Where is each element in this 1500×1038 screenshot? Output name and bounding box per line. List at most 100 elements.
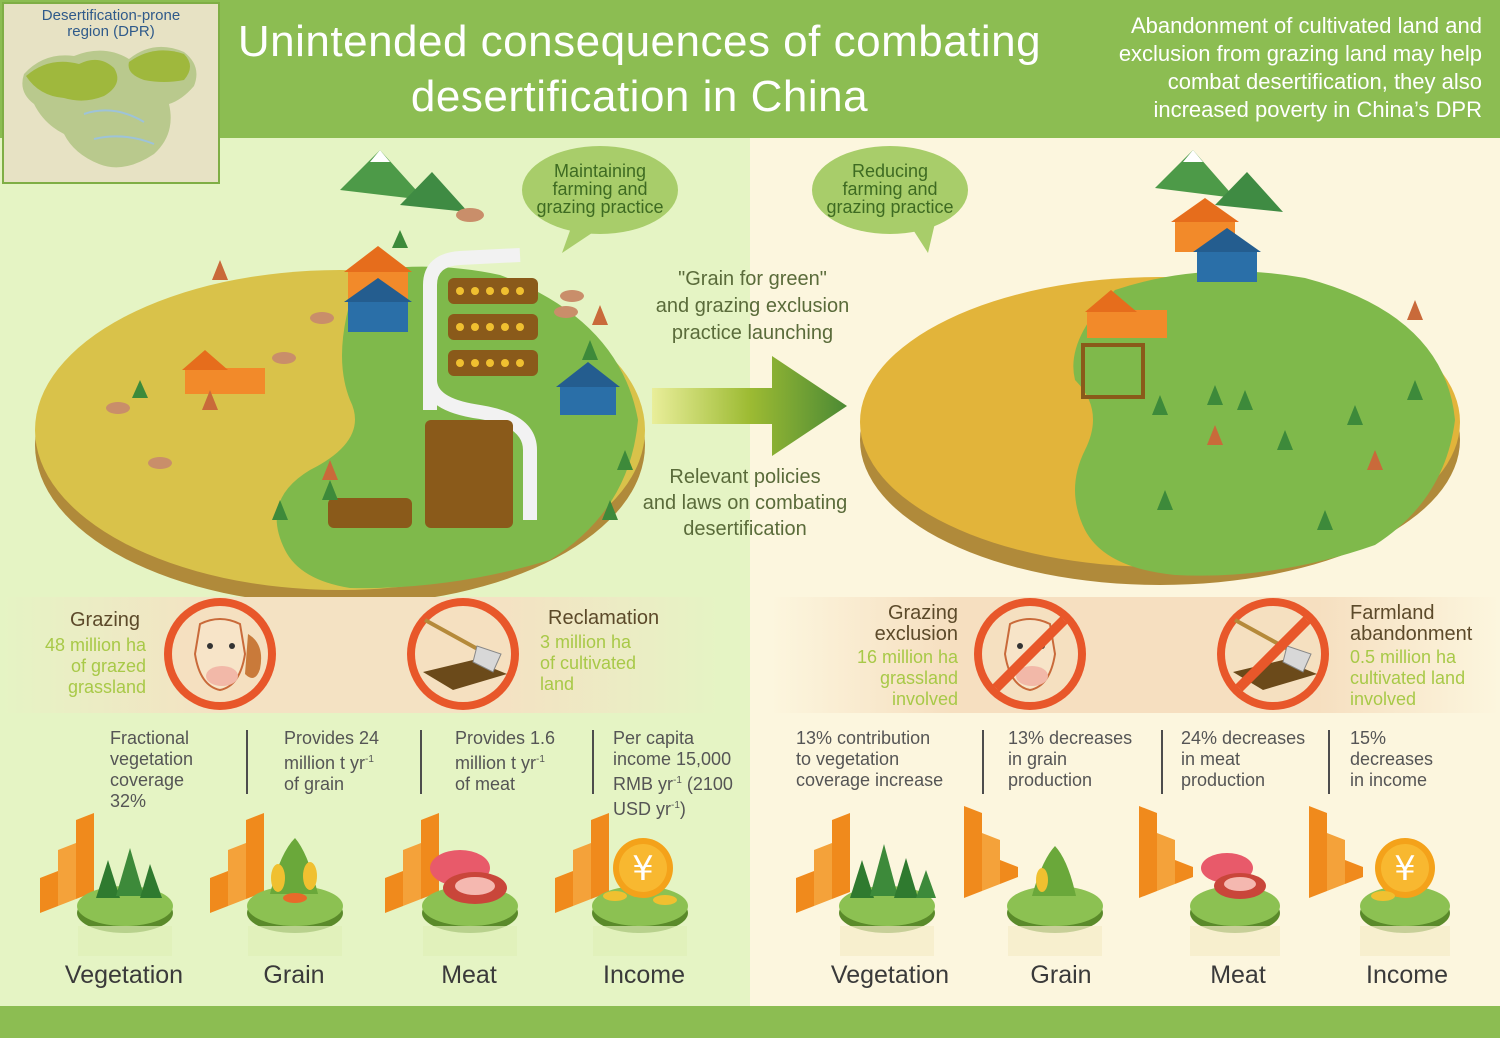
- stat-text: ): [679, 799, 686, 819]
- no-grazing-icon: [974, 598, 1086, 710]
- transition-line: and grazing exclusion: [655, 295, 850, 317]
- stat-line: to vegetation: [796, 749, 900, 769]
- meat-decrease-icon: [1139, 806, 1280, 956]
- stat-line: 13% decreases: [1008, 728, 1133, 748]
- stat-line: USD yr-1): [613, 795, 733, 820]
- stat-text: million t yr: [455, 753, 537, 773]
- bubble-line: farming and: [552, 179, 648, 199]
- stat-line: in income: [1350, 770, 1428, 790]
- stat-line: 13% contribution: [796, 728, 931, 748]
- farmland-abandonment-title-line: abandonment: [1350, 623, 1473, 645]
- subtitle-line: Abandonment of cultivated land and: [1130, 13, 1482, 38]
- yuan-symbol-icon: ¥: [1394, 849, 1416, 889]
- yuan-symbol-icon: ¥: [632, 849, 654, 889]
- income-decrease-icon: ¥: [1309, 806, 1450, 956]
- right-bubble-text: Reducing farming and grazing practice: [810, 162, 970, 216]
- stat-line: of grain: [284, 774, 345, 794]
- grain-increase-icon: [210, 813, 343, 956]
- stat-right-meat: 24% decreases in meat production: [1181, 728, 1305, 791]
- caption-right-meat: Meat: [1210, 961, 1266, 989]
- right-speech-bubble: [812, 146, 968, 253]
- stat-text: million t yr: [284, 753, 366, 773]
- stat-divider: [982, 730, 984, 794]
- stat-left-meat: Provides 1.6 million t yr-1 of meat: [455, 728, 555, 795]
- stat-right-vegetation: 13% contribution to vegetation coverage …: [796, 728, 943, 791]
- shovel-soil-icon: [407, 598, 519, 710]
- stat-line: million t yr-1: [455, 749, 555, 774]
- practice-band-left: [0, 597, 720, 713]
- grazing-stat-line: of grazed: [70, 656, 146, 676]
- farmland-abandonment-title-line: Farmland: [1350, 602, 1435, 624]
- page-title: Unintended consequences of combating des…: [222, 14, 1057, 124]
- stat-line: in meat: [1181, 749, 1241, 769]
- stat-superscript: -1: [671, 800, 680, 811]
- stat-divider: [420, 730, 422, 794]
- stat-divider: [1161, 730, 1163, 794]
- vegetation-increase-icon-right: [796, 813, 936, 956]
- grazing-exclusion-stat-line: grassland: [879, 668, 958, 688]
- caption-right-vegetation: Vegetation: [830, 961, 950, 989]
- grazing-exclusion-title-line: Grazing: [887, 602, 958, 624]
- stat-line: RMB yr-1 (2100: [613, 770, 733, 795]
- stat-divider: [592, 730, 594, 794]
- caption-left-meat: Meat: [441, 961, 497, 989]
- caption-left-income: Income: [603, 961, 685, 989]
- caption-left-grain: Grain: [263, 961, 325, 989]
- stat-line: coverage: [110, 770, 185, 790]
- transition-line: and laws on combating: [642, 492, 848, 514]
- grain-decrease-icon: [964, 806, 1103, 956]
- transition-bottom-text: Relevant policies and laws on combating …: [620, 464, 870, 542]
- subtitle-line: combat desertification, they also: [1167, 69, 1482, 94]
- transition-line: Relevant policies: [669, 466, 821, 488]
- grazing-stat-line: 48 million ha: [44, 635, 146, 655]
- subtitle-line: exclusion from grazing land may help: [1118, 41, 1482, 66]
- bubble-line: grazing practice: [536, 197, 664, 217]
- cow-icon: [164, 598, 276, 710]
- stat-superscript: -1: [673, 775, 682, 786]
- inset-map-label: Desertification-prone region (DPR): [4, 8, 218, 40]
- reclamation-stat-line: land: [540, 674, 575, 694]
- stat-left-grain: Provides 24 million t yr-1 of grain: [284, 728, 379, 795]
- stat-line: 15%: [1350, 728, 1387, 748]
- stat-line: in grain: [1008, 749, 1068, 769]
- left-speech-bubble: [522, 146, 678, 253]
- grazing-title: Grazing: [70, 609, 141, 631]
- stat-line: Per capita: [613, 728, 695, 748]
- stat-superscript: -1: [536, 754, 545, 765]
- meat-increase-icon: [385, 813, 518, 956]
- stat-superscript: -1: [365, 754, 374, 765]
- stat-line: Fractional: [110, 728, 190, 748]
- title-line: Unintended consequences of combating: [237, 17, 1042, 66]
- stat-line: production: [1008, 770, 1093, 790]
- stat-left-vegetation: Fractional vegetation coverage 32%: [110, 728, 193, 812]
- footer-bar: [0, 1006, 1500, 1038]
- transition-arrow-icon: [652, 356, 847, 456]
- transition-top-text: "Grain for green" and grazing exclusion …: [630, 266, 875, 347]
- caption-left-vegetation: Vegetation: [64, 961, 184, 989]
- china-map-icon: [22, 46, 197, 168]
- inset-map-label-line: region (DPR): [67, 23, 155, 40]
- reclamation-title: Reclamation: [548, 607, 660, 629]
- subtitle-line: increased poverty in China’s DPR: [1153, 97, 1482, 122]
- transition-line: practice launching: [671, 322, 834, 344]
- stat-line: Provides 1.6: [455, 728, 556, 748]
- farmland-abandonment-title: Farmland abandonment: [1350, 603, 1472, 645]
- right-landscape-illustration: [860, 150, 1460, 585]
- header-bar: [0, 0, 1500, 138]
- stat-line: 24% decreases: [1181, 728, 1306, 748]
- grazing-stats: 48 million ha of grazed grassland: [28, 635, 146, 698]
- stat-line: 32%: [110, 791, 147, 811]
- income-increase-icon: ¥: [555, 813, 688, 956]
- stat-text: USD yr: [613, 799, 671, 819]
- stat-line: production: [1181, 770, 1266, 790]
- stat-divider: [246, 730, 248, 794]
- title-line: desertification in China: [410, 72, 869, 121]
- stat-line: of meat: [455, 774, 516, 794]
- grazing-exclusion-title-line: exclusion: [874, 623, 958, 645]
- stat-right-grain: 13% decreases in grain production: [1008, 728, 1132, 791]
- farmland-abandonment-stat-line: cultivated land: [1350, 668, 1466, 688]
- caption-right-income: Income: [1366, 961, 1448, 989]
- bubble-line: grazing practice: [826, 197, 954, 217]
- no-reclamation-icon: [1217, 598, 1329, 710]
- inset-map: Desertification-prone region (DPR): [2, 2, 220, 184]
